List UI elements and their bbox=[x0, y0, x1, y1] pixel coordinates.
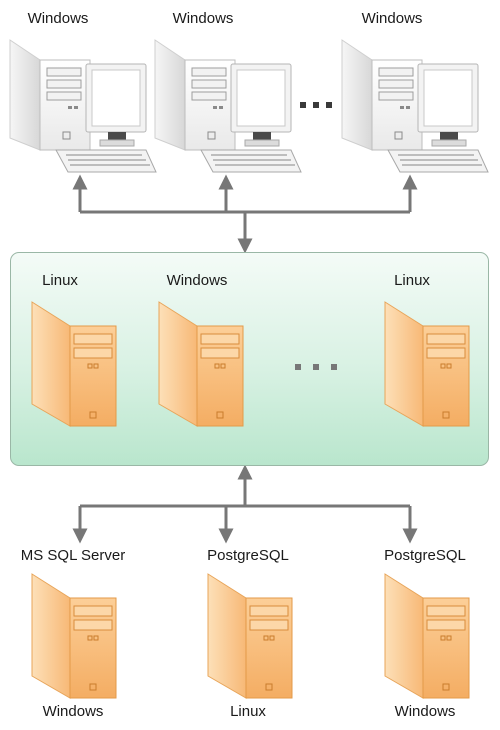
tower-server-icon bbox=[384, 301, 470, 427]
tower-server-icon bbox=[384, 573, 470, 699]
db-label-3: PostgreSQL bbox=[384, 547, 466, 564]
db-os-label-3: Windows bbox=[394, 703, 456, 720]
tower-server-icon bbox=[207, 573, 293, 699]
app-server-label-3: Linux bbox=[394, 272, 430, 289]
client-label-3: Windows bbox=[361, 10, 423, 27]
db-os-label-1: Windows bbox=[42, 703, 104, 720]
desktop-computer-icon bbox=[154, 39, 302, 173]
app-server-label-1: Linux bbox=[42, 272, 78, 289]
tower-server-icon bbox=[31, 573, 117, 699]
tower-server-icon bbox=[31, 301, 117, 427]
db-label-2: PostgreSQL bbox=[207, 547, 289, 564]
db-label-1: MS SQL Server bbox=[20, 547, 126, 564]
tower-server-icon bbox=[158, 301, 244, 427]
app-server-label-2: Windows bbox=[166, 272, 228, 289]
desktop-computer-icon bbox=[341, 39, 489, 173]
client-ellipsis bbox=[300, 102, 332, 108]
client-label-2: Windows bbox=[172, 10, 234, 27]
client-label-1: Windows bbox=[27, 10, 89, 27]
app-server-ellipsis bbox=[295, 364, 337, 370]
db-os-label-2: Linux bbox=[230, 703, 266, 720]
desktop-computer-icon bbox=[9, 39, 157, 173]
